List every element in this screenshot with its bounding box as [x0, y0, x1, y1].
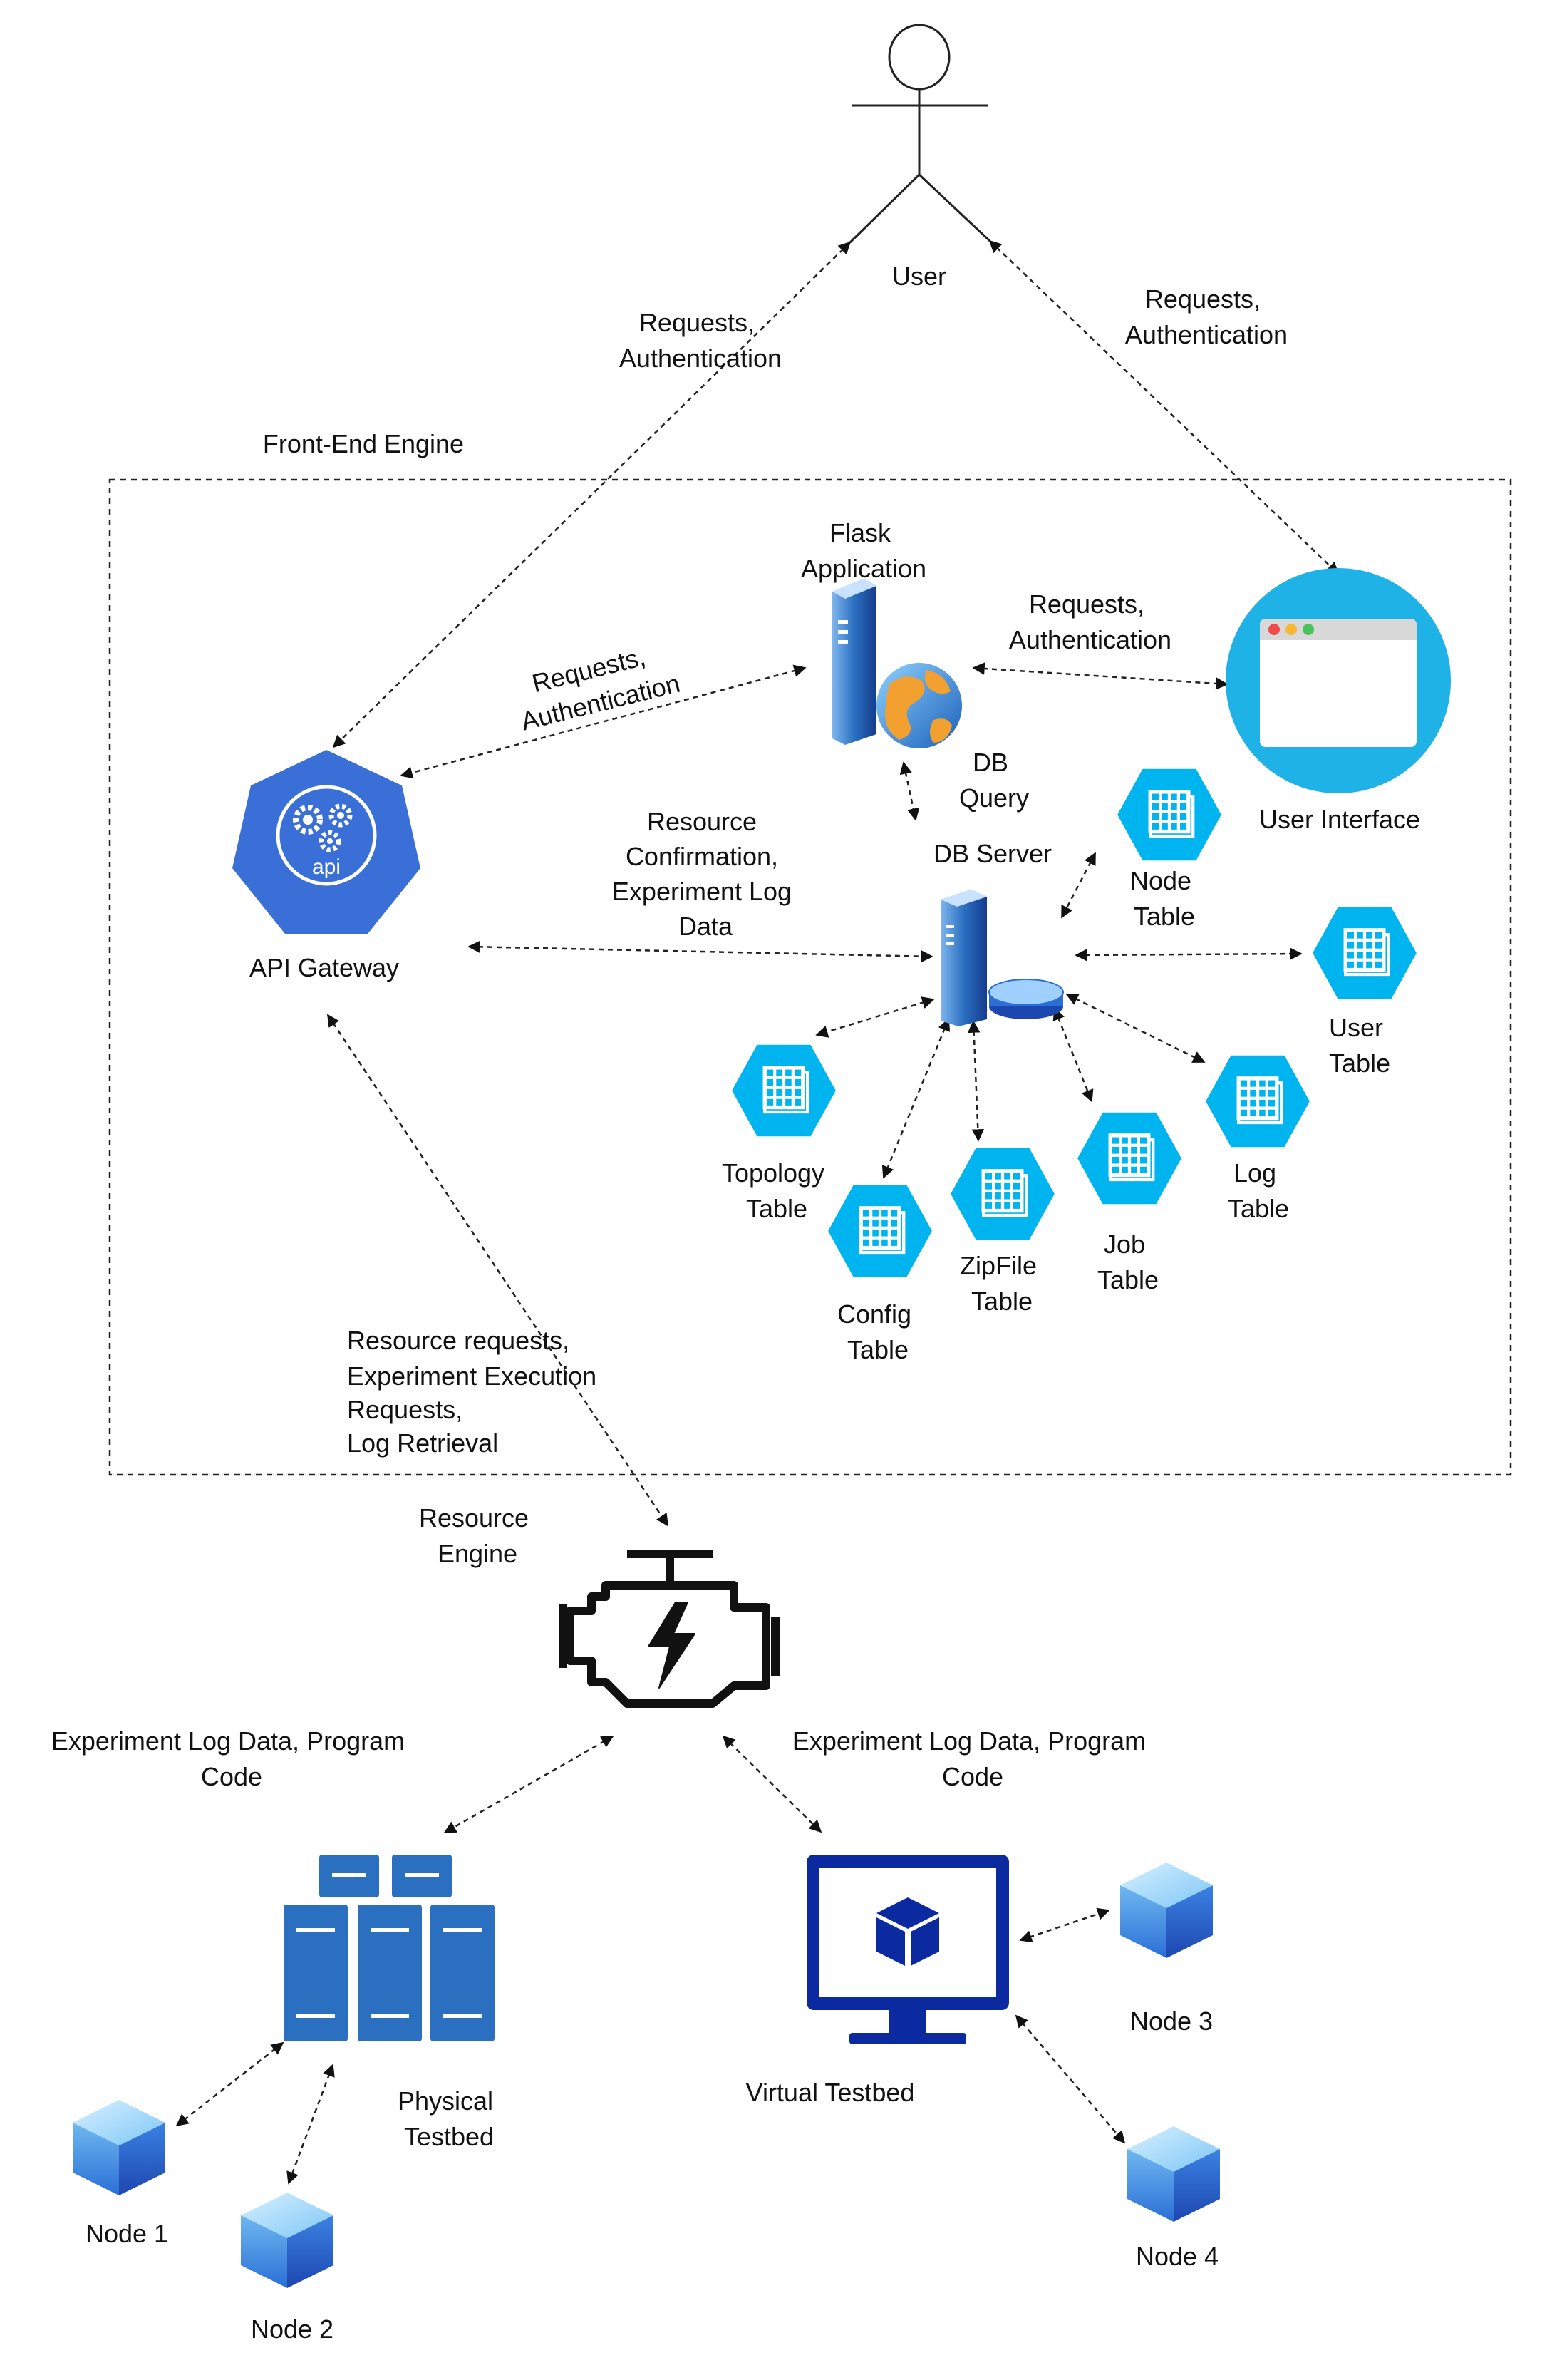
- node-1-label: Node 1: [86, 2219, 168, 2248]
- node-3-label: Node 3: [1130, 2006, 1213, 2036]
- user-table-icon: [1313, 907, 1417, 999]
- node-2-icon: [241, 2193, 333, 2288]
- edge-flask-db-server: [899, 761, 920, 821]
- job-table-icon: [1077, 1113, 1181, 1205]
- node-table-icon: [1117, 769, 1221, 861]
- flask-application-label: Flask Application: [801, 518, 926, 583]
- flask-server-icon: [832, 579, 962, 748]
- edge-db-config-table: [881, 1018, 951, 1179]
- edge-resource-physical-testbed: [443, 1735, 614, 1834]
- edge-flask-user-interface: [972, 662, 1228, 690]
- edge-db-topology-table: [815, 996, 935, 1038]
- edge-label-resource-physical: Experiment Log Data, Program Code: [51, 1726, 412, 1791]
- edge-flask-api-gateway: [400, 664, 807, 779]
- edge-virtual-node3: [1019, 1907, 1110, 1943]
- edge-db-job-table: [1052, 1007, 1094, 1103]
- connectors: [175, 239, 1340, 2185]
- edge-label-user-ui: Requests, Authentication: [1125, 284, 1288, 349]
- job-table-label: Job Table: [1097, 1230, 1159, 1294]
- config-table-label: Config Table: [837, 1299, 919, 1364]
- edge-label-api-flask: Requests, Authentication: [509, 635, 683, 736]
- edge-label-user-api: Requests, Authentication: [619, 308, 782, 373]
- edge-physical-node2: [286, 2064, 335, 2185]
- edge-db-user-table: [1075, 947, 1303, 962]
- user-actor-icon: [849, 24, 991, 244]
- virtual-testbed-label: Virtual Testbed: [746, 2078, 915, 2107]
- user-table-label: User Table: [1329, 1013, 1390, 1078]
- edge-physical-node1: [175, 2041, 284, 2127]
- api-gateway-label: API Gateway: [249, 953, 399, 982]
- edge-user-user-interface: [988, 239, 1340, 575]
- node-3-icon: [1120, 1863, 1213, 1958]
- user-label: User: [892, 262, 946, 291]
- edge-api-gateway-db-server: [467, 940, 933, 963]
- engine-icon: [559, 1550, 780, 1708]
- node-2-label: Node 2: [251, 2314, 333, 2344]
- user-interface-label: User Interface: [1259, 805, 1420, 834]
- node-4-icon: [1127, 2126, 1220, 2222]
- resource-engine-label: Resource Engine: [419, 1503, 536, 1568]
- svg-text:api: api: [312, 855, 341, 879]
- zipfile-table-label: ZipFile Table: [960, 1251, 1044, 1316]
- edge-label-api-resource: Resource requests, Experiment Execution …: [347, 1326, 604, 1458]
- db-server-label: DB Server: [933, 839, 1052, 868]
- api-gateway-icon: api: [232, 750, 420, 934]
- edge-api-gateway-resource-engine: [326, 1014, 669, 1527]
- node-table-label: Node Table: [1130, 866, 1199, 931]
- edge-virtual-node4: [1015, 2014, 1126, 2144]
- physical-testbed-label: Physical Testbed: [398, 2086, 500, 2151]
- zipfile-table-icon: [951, 1148, 1055, 1240]
- virtual-testbed-icon: [807, 1855, 1009, 2044]
- topology-table-label: Topology Table: [722, 1158, 832, 1223]
- edge-db-node-table: [1060, 852, 1097, 919]
- edge-label-api-db: Resource Confirmation, Experiment Log Da…: [612, 807, 799, 941]
- node-4-label: Node 4: [1136, 2242, 1219, 2271]
- edge-db-zipfile-table: [967, 1020, 985, 1142]
- topology-table-icon: [732, 1045, 836, 1137]
- front-end-engine-label: Front-End Engine: [263, 429, 464, 458]
- edge-db-log-table: [1065, 993, 1206, 1063]
- db-server-icon: [941, 890, 1064, 1026]
- db-query-label: DB Query: [959, 748, 1029, 813]
- config-table-icon: [828, 1185, 932, 1277]
- edge-label-resource-virtual: Experiment Log Data, Program Code: [792, 1726, 1153, 1791]
- log-table-label: Log Table: [1228, 1158, 1289, 1223]
- user-interface-icon: [1226, 568, 1451, 793]
- node-1-icon: [73, 2100, 165, 2195]
- edge-label-flask-ui: Requests, Authentication: [1009, 589, 1171, 654]
- physical-testbed-icon: [284, 1855, 495, 2041]
- log-table-icon: [1206, 1056, 1310, 1148]
- edge-resource-virtual-testbed: [722, 1735, 822, 1833]
